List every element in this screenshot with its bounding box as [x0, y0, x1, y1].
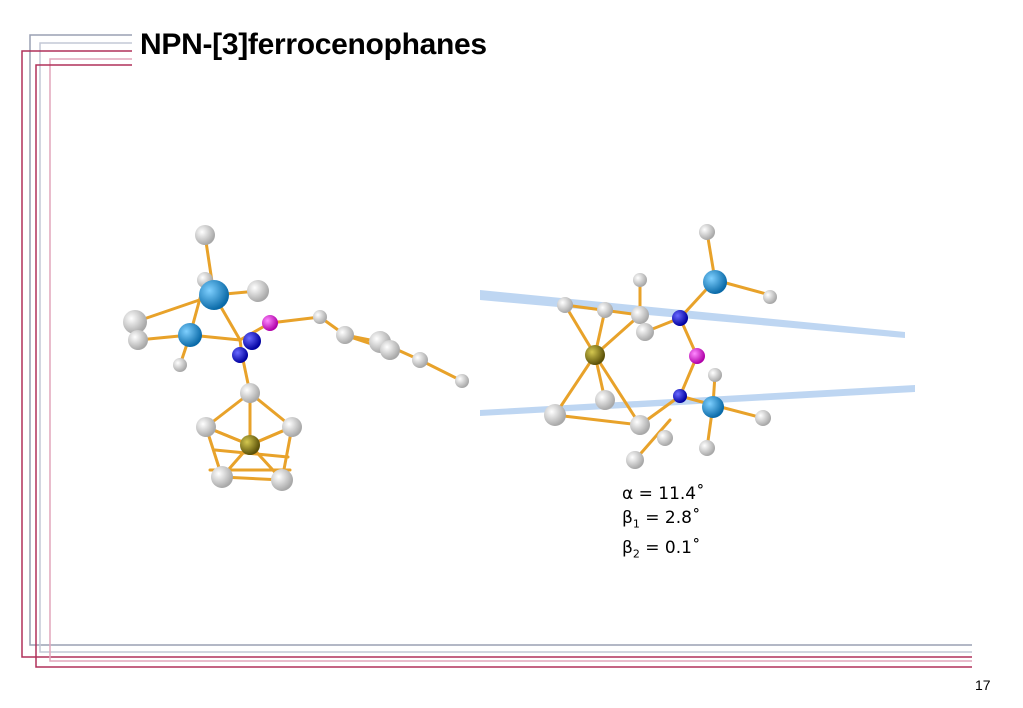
frame-line-light [39, 42, 972, 653]
frame-line-gray [29, 34, 972, 646]
frame-line-crimson [21, 50, 972, 658]
param-beta2: β2 = 0.1˚ [622, 538, 701, 561]
page-number: 17 [975, 677, 991, 693]
slide-title: NPN-[3]ferrocenophanes [140, 28, 487, 61]
molecule-side-view-image [123, 225, 469, 491]
molecule-front-view-image [480, 224, 915, 469]
param-alpha: α = 11.4˚ [622, 484, 705, 504]
frame-line-crimson-2 [35, 64, 972, 668]
tilt-angle-parameters: α = 11.4˚ β1 = 2.8˚ β2 = 0.1˚ [622, 482, 705, 567]
param-beta1: β1 = 2.8˚ [622, 508, 701, 531]
frame-line-pink [49, 58, 972, 662]
